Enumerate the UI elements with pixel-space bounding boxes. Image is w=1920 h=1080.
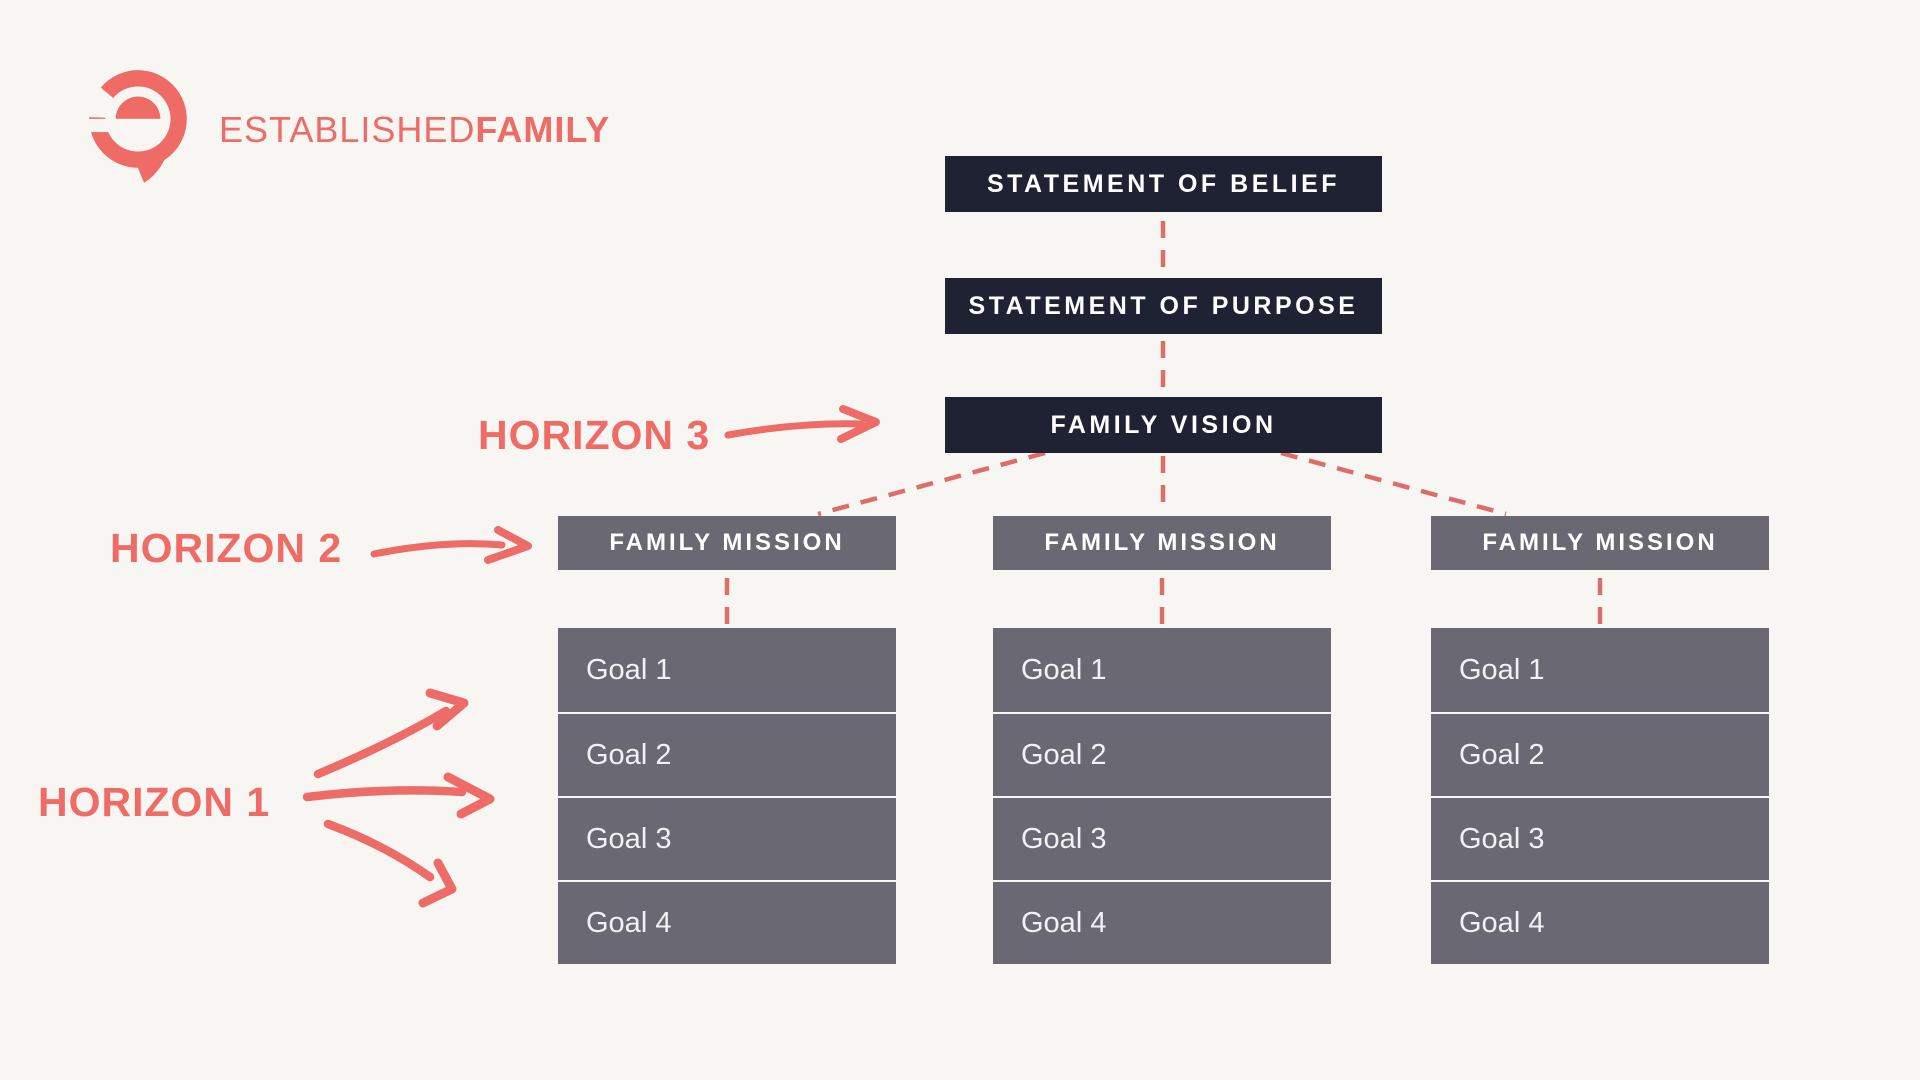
goal-row: Goal 3 xyxy=(1431,796,1769,880)
horizon-2-arrow-icon xyxy=(370,526,532,564)
goal-row: Goal 4 xyxy=(558,880,896,964)
brand-name-regular: ESTABLISHED xyxy=(219,109,476,150)
family-mission-box-3: FAMILY MISSION xyxy=(1431,516,1769,570)
family-mission-box-2: FAMILY MISSION xyxy=(993,516,1331,570)
goal-row: Goal 2 xyxy=(993,712,1331,796)
brand-logo: ESTABLISHEDFAMILY xyxy=(75,66,610,186)
horizon-3-arrow-icon xyxy=(724,405,880,443)
established-family-logo-icon xyxy=(77,70,187,183)
goal-table-3: Goal 1 Goal 2 Goal 3 Goal 4 xyxy=(1431,628,1769,964)
statement-of-belief-box: STATEMENT OF BELIEF xyxy=(945,156,1382,212)
brand-name-bold: FAMILY xyxy=(475,109,611,150)
family-mission-box-1: FAMILY MISSION xyxy=(558,516,896,570)
goal-table-2: Goal 1 Goal 2 Goal 3 Goal 4 xyxy=(993,628,1331,964)
horizon-2-label: HORIZON 2 xyxy=(110,525,343,571)
goal-row: Goal 4 xyxy=(993,880,1331,964)
goal-row: Goal 3 xyxy=(993,796,1331,880)
family-vision-box: FAMILY VISION xyxy=(945,397,1382,453)
statement-of-purpose-box: STATEMENT OF PURPOSE xyxy=(945,278,1382,334)
horizon-1-label: HORIZON 1 xyxy=(38,779,271,825)
connector-vision-mission-3 xyxy=(1280,450,1507,517)
goal-row: Goal 3 xyxy=(558,796,896,880)
goal-row: Goal 1 xyxy=(1431,628,1769,712)
goal-table-1: Goal 1 Goal 2 Goal 3 Goal 4 xyxy=(558,628,896,964)
horizon-3-label: HORIZON 3 xyxy=(478,412,711,458)
goal-row: Goal 4 xyxy=(1431,880,1769,964)
goal-row: Goal 2 xyxy=(558,712,896,796)
horizon-1-arrows-icon xyxy=(302,688,495,908)
goal-row: Goal 1 xyxy=(993,628,1331,712)
goal-row: Goal 1 xyxy=(558,628,896,712)
connector-vision-mission-1 xyxy=(817,450,1046,517)
brand-name: ESTABLISHEDFAMILY xyxy=(219,109,610,151)
goal-row: Goal 2 xyxy=(1431,712,1769,796)
